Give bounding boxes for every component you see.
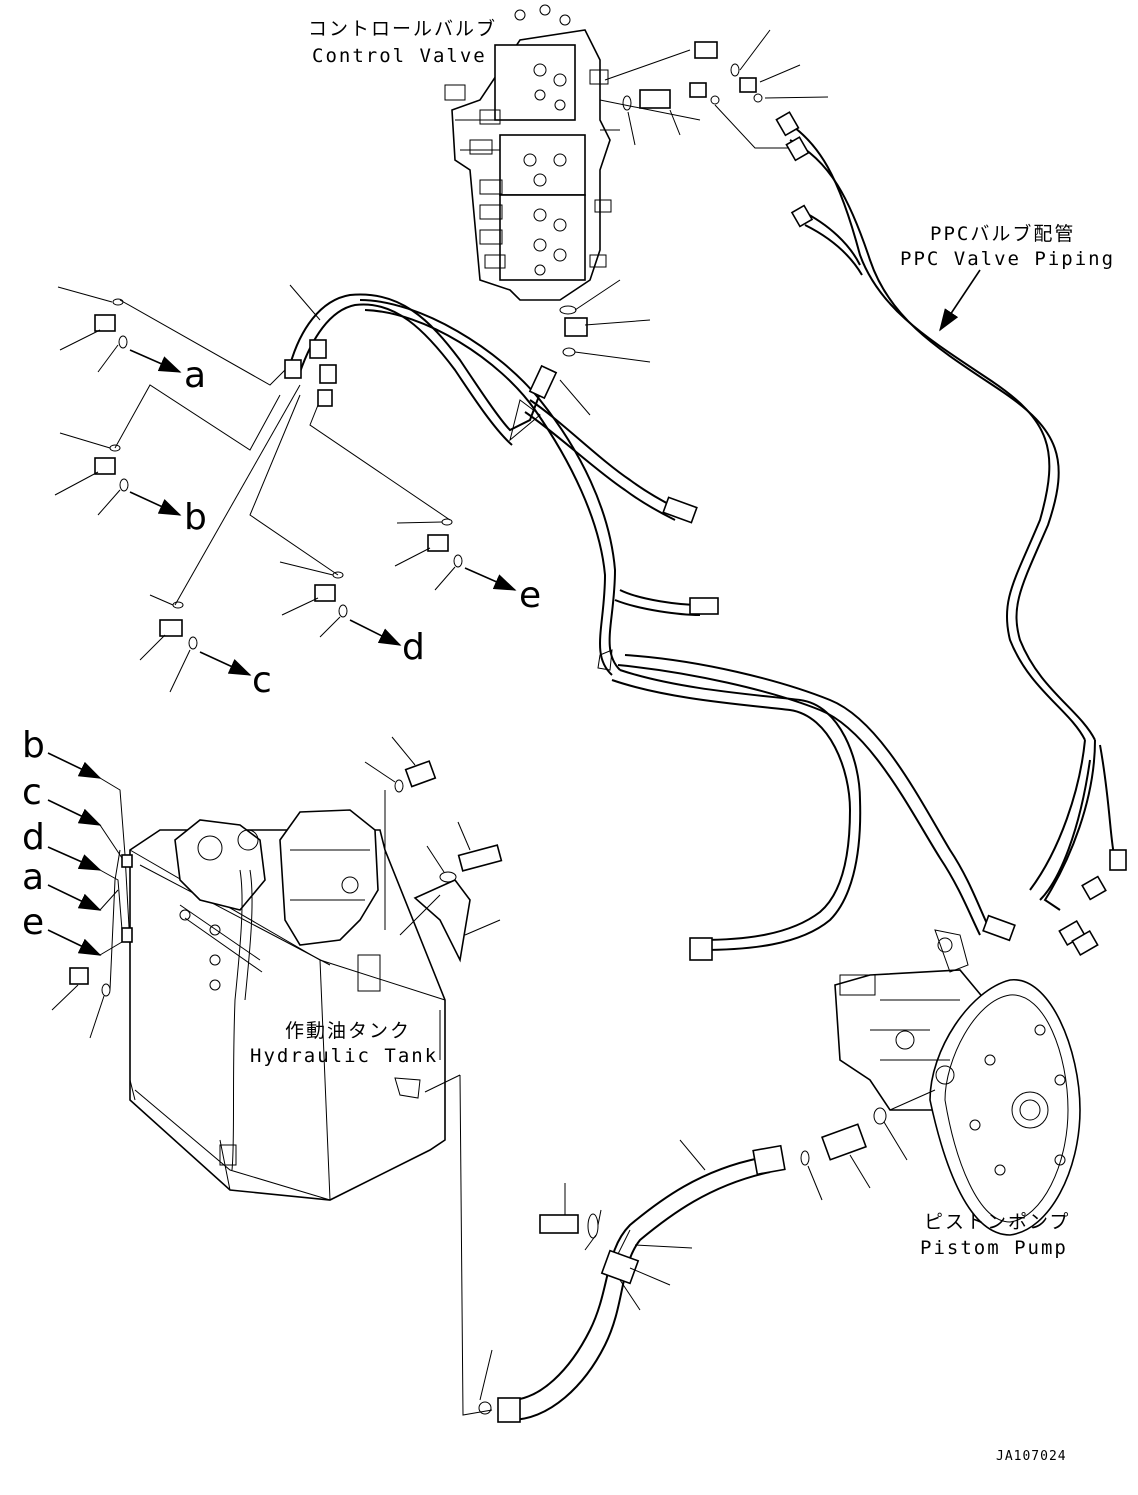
connection-letter-b: b: [184, 497, 207, 538]
upper-fitting-groups: [54, 286, 517, 693]
drawing-code: JA107024: [996, 1449, 1067, 1464]
tank-letter-a: a: [22, 857, 45, 898]
lower-valve-fittings: [559, 279, 651, 363]
hydraulic-tank-label-jp: 作動油タンク: [285, 1020, 412, 1042]
tank-letter-b: b: [22, 725, 45, 766]
hydraulic-tank: [129, 809, 446, 1201]
control-valve-label-en: Control Valve: [312, 45, 487, 67]
connection-letter-c: c: [252, 660, 272, 701]
piston-pump-label-jp: ピストンポンプ: [924, 1211, 1071, 1233]
ppc-piping-label-en: PPC Valve Piping: [900, 248, 1116, 270]
tank-letter-e: e: [22, 902, 45, 943]
hydraulic-tank-label-en: Hydraulic Tank: [250, 1045, 439, 1067]
ppc-piping-label-jp: PPCバルブ配管: [930, 223, 1076, 245]
tank-top-fittings: [364, 736, 503, 963]
control-valve: [444, 4, 620, 301]
central-hose-bundle: [284, 293, 1016, 961]
connection-letter-e: e: [519, 575, 542, 616]
tank-letter-d: d: [22, 817, 45, 858]
connection-letter-a: a: [184, 355, 207, 396]
tank-letter-c: c: [22, 772, 42, 813]
control-valve-label-jp: コントロールバルブ: [308, 18, 498, 40]
ppc-valve-piping: [775, 111, 1127, 957]
suction-hose: [424, 1074, 786, 1423]
control-valve-fittings: [599, 29, 829, 149]
pump-suction-fittings: [800, 1089, 936, 1201]
tank-side-fittings: [51, 849, 133, 1039]
ppc-piping-leader-arrow: [939, 269, 981, 332]
piston-pump-label-en: Pistom Pump: [920, 1237, 1068, 1259]
connection-letter-d: d: [402, 627, 425, 668]
central-leaders: [114, 284, 451, 606]
piston-pump: [834, 929, 1081, 1236]
left-letter-arrows: [47, 752, 126, 956]
